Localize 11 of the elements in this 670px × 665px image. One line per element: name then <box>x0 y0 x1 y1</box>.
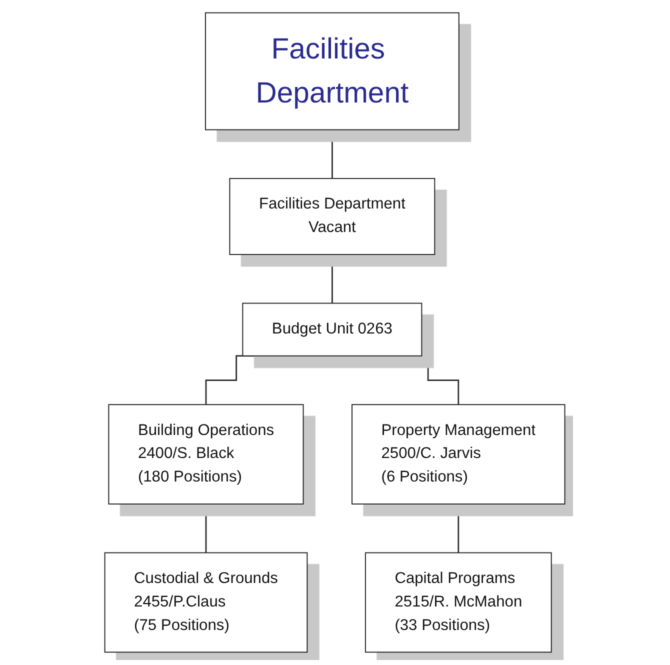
connector <box>205 503 207 554</box>
connector <box>332 254 334 304</box>
node-box: Facilities Department Vacant <box>229 178 436 256</box>
connector <box>332 129 334 180</box>
connector <box>458 503 460 554</box>
node-box: Building Operations 2400/S. Black (180 Positions) <box>108 404 304 505</box>
node-box: Capital Programs 2515/R. McMahon (33 Positions) <box>365 552 552 653</box>
node-box: Budget Unit 0263 <box>242 302 422 356</box>
node-box: Property Management 2500/C. Jarvis (6 Positions) <box>352 404 566 505</box>
node-box: Custodial & Grounds 2455/P.Claus (75 Positions) <box>104 552 308 653</box>
node-box: Facilities Department <box>205 12 460 130</box>
